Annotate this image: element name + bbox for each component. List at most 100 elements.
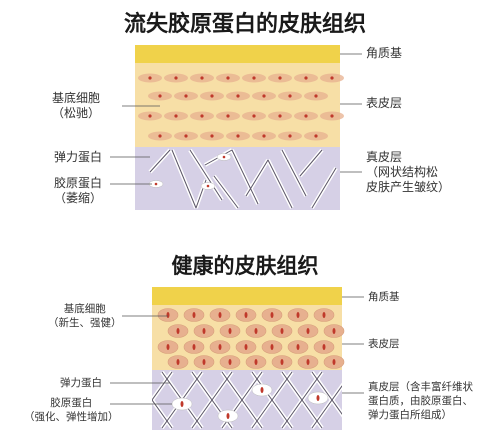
cell-nucleus — [226, 76, 230, 80]
cell-nucleus — [166, 344, 170, 350]
cell-nucleus — [218, 312, 222, 318]
diagram2-dermis-label: 真皮层（含丰富纤维状 蛋白质，由胶原蛋白、 弹力蛋白所组成） — [368, 380, 473, 422]
diagram1-basal-cell-label-line1: 基底细胞 — [52, 91, 101, 105]
collagen-nucleus — [316, 395, 320, 401]
cell-nucleus — [218, 344, 222, 350]
cell-nucleus — [288, 134, 292, 138]
cell-nucleus — [202, 359, 206, 365]
diagram1-basal-cell-label-line2: （松驰） — [52, 106, 101, 120]
diagram1-elastin-label: 弹力蛋白 — [54, 150, 103, 164]
collagen-nucleus — [260, 387, 264, 393]
cell-nucleus — [148, 76, 152, 80]
diagram2-collagen-cells — [171, 383, 329, 423]
diagram1-dermis-label-line2: （网状结构松 — [366, 165, 439, 179]
diagram2-basal-cell-label-line1: 基底细胞 — [63, 303, 106, 315]
diagram2-collagen-label-line1: 胶原蛋白 — [50, 397, 93, 409]
cell-nucleus — [210, 134, 214, 138]
elastin-fiber-edge — [171, 149, 197, 209]
cell-nucleus — [278, 76, 282, 80]
cell-nucleus — [192, 344, 196, 350]
cell-nucleus — [296, 312, 300, 318]
elastin-fiber-edge — [267, 159, 293, 209]
elastin-fiber-edge — [231, 149, 259, 205]
cell-nucleus — [306, 359, 310, 365]
diagram1-title: 流失胶原蛋白的皮肤组织 — [123, 12, 366, 37]
diagram2-dermis-label-line3: 弹力蛋白所组成） — [368, 409, 452, 421]
diagram2-basal-cell-label-line2: （新生、强健） — [48, 317, 122, 329]
cell-nucleus — [330, 114, 334, 118]
diagram1-dermis-label-line1: 真皮层 — [366, 150, 403, 164]
diagram1-layers — [135, 45, 344, 210]
cell-nucleus — [332, 359, 336, 365]
collagen-nucleus — [180, 401, 184, 407]
diagram1-collagen-label-line1: 胶原蛋白 — [54, 176, 103, 190]
cell-nucleus — [174, 114, 178, 118]
diagram2-collagen-label-line2: （强化、弹性增加） — [24, 411, 119, 423]
diagram2-basal-cells — [157, 308, 345, 369]
diagram1-collagen-cells — [148, 153, 232, 190]
cell-nucleus — [174, 76, 178, 80]
diagram1-epidermis-label: 表皮层 — [366, 96, 403, 110]
diagram2-elastin-label: 弹力蛋白 — [60, 377, 102, 389]
cell-nucleus — [244, 344, 248, 350]
cell-nucleus — [314, 134, 318, 138]
cell-nucleus — [254, 359, 258, 365]
elastin-fiber-edge — [245, 159, 269, 197]
cell-nucleus — [332, 328, 336, 334]
cell-nucleus — [270, 344, 274, 350]
cell-nucleus — [254, 328, 258, 334]
diagram1-leader-lines — [110, 53, 362, 185]
cell-nucleus — [148, 114, 152, 118]
diagram1-dermis-label: 真皮层 （网状结构松 皮肤产生皱纹） — [366, 150, 450, 195]
elastin-fiber-edge — [281, 371, 323, 429]
diagram1-stratum-layer — [135, 45, 340, 63]
cell-nucleus — [278, 114, 282, 118]
cell-nucleus — [200, 76, 204, 80]
cell-nucleus — [314, 94, 318, 98]
cell-nucleus — [252, 114, 256, 118]
cell-nucleus — [158, 94, 162, 98]
cell-nucleus — [322, 344, 326, 350]
elastin-fiber-edge — [299, 149, 323, 177]
cell-nucleus — [330, 76, 334, 80]
cell-nucleus — [226, 114, 230, 118]
diagram1-stratum-label: 角质基 — [366, 46, 403, 60]
cell-nucleus — [280, 328, 284, 334]
diagram2-stratum-layer — [152, 287, 342, 305]
elastin-fiber-edge — [152, 371, 173, 401]
collagen-nucleus — [226, 413, 230, 419]
cell-nucleus — [280, 359, 284, 365]
cell-nucleus — [296, 344, 300, 350]
cell-nucleus — [322, 312, 326, 318]
cell-nucleus — [228, 359, 232, 365]
elastin-fiber-edge — [189, 149, 223, 201]
diagram2-leader-lines — [110, 296, 364, 405]
diagram1-collagen-label-line2: （萎缩） — [54, 191, 103, 205]
collagen-nucleus — [222, 155, 226, 159]
cell-nucleus — [304, 76, 308, 80]
cell-nucleus — [228, 328, 232, 334]
cell-nucleus — [306, 328, 310, 334]
cell-nucleus — [304, 114, 308, 118]
elastin-fiber-edge — [213, 175, 239, 209]
cell-nucleus — [244, 312, 248, 318]
collagen-nucleus — [206, 184, 210, 188]
elastin-fiber-edge — [311, 167, 337, 209]
cell-nucleus — [184, 134, 188, 138]
diagram2-title: 健康的皮肤组织 — [171, 254, 319, 278]
diagram2-stratum-label: 角质基 — [368, 291, 400, 303]
cell-nucleus — [166, 312, 170, 318]
diagram1-collagen-label: 胶原蛋白 （萎缩） — [54, 176, 102, 206]
cell-nucleus — [236, 134, 240, 138]
diagram2-collagen-label: 胶原蛋白 （强化、弹性增加） — [24, 396, 119, 424]
elastin-fiber-edge — [149, 149, 171, 173]
diagram2-epidermis-label: 表皮层 — [368, 338, 400, 350]
diagram1-basal-cell-label: 基底细胞 （松驰） — [52, 91, 100, 121]
diagram1-basal-cells — [138, 73, 344, 141]
cell-nucleus — [252, 76, 256, 80]
diagram1-dermis-label-line3: 皮肤产生皱纹） — [366, 180, 451, 194]
cell-nucleus — [288, 94, 292, 98]
cell-nucleus — [200, 114, 204, 118]
cell-nucleus — [262, 134, 266, 138]
